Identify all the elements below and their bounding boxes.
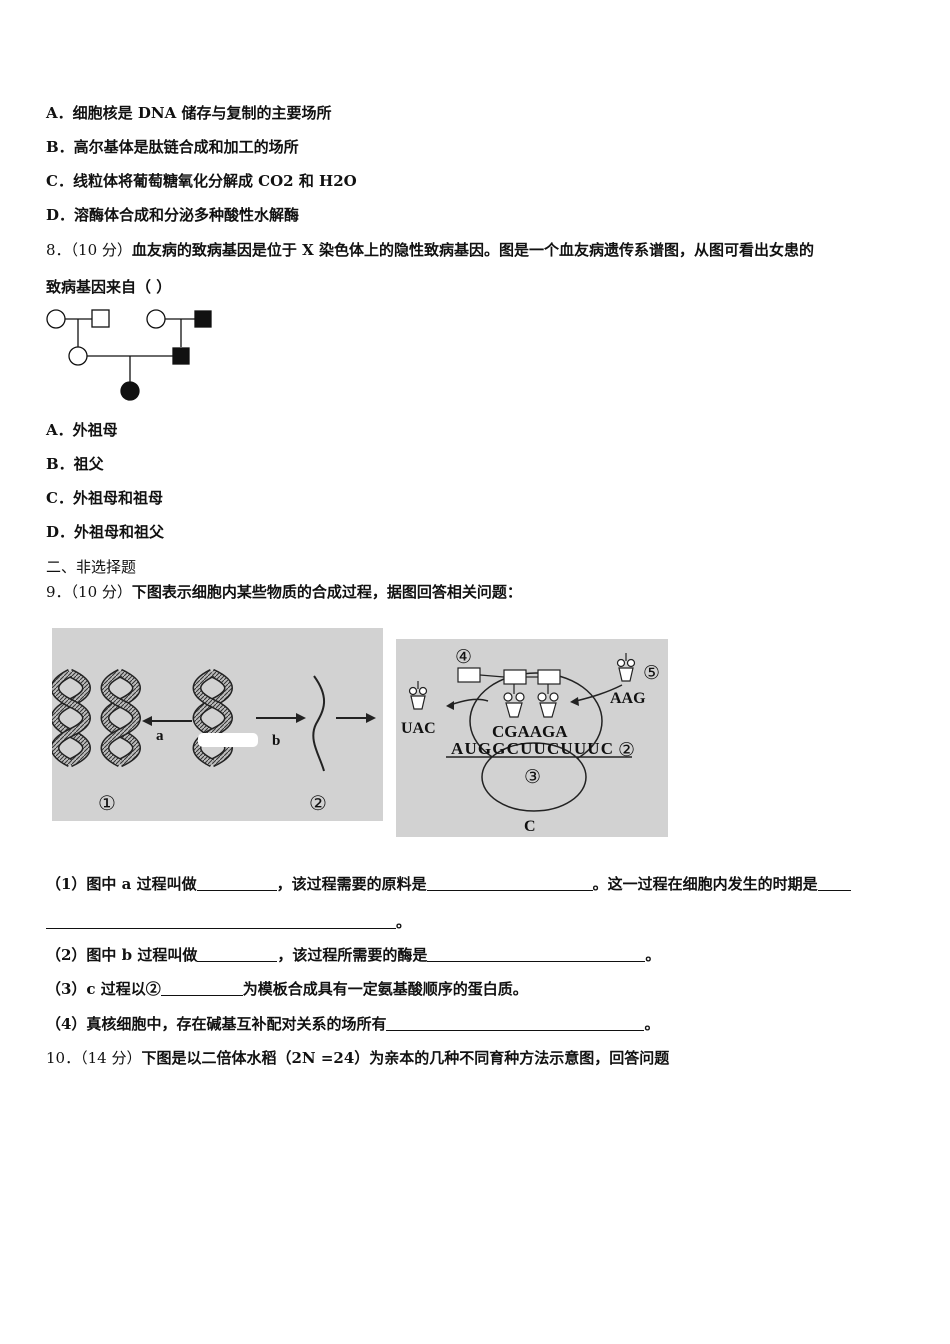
trna-icon: [503, 684, 525, 718]
label-b: b: [272, 733, 280, 749]
circle-label-1: ①: [98, 791, 116, 815]
translation-figure: ④ ⑤ UAC AAG CGAAGA AUGGCUUCUUUC ② ③ C: [396, 639, 668, 837]
answer-blank[interactable]: [427, 947, 646, 962]
answer-blank[interactable]: [426, 876, 593, 891]
q9-points: （10 分）: [70, 583, 132, 601]
q9-stem-text: 下图表示细胞内某些物质的合成过程，据图回答相关问题：: [131, 583, 522, 601]
dna-double-helix-icon: [100, 668, 141, 768]
arrow-a-icon: [142, 716, 192, 726]
mrna-strand: [312, 675, 325, 772]
pedigree-affected-daughter: [120, 381, 140, 401]
q8-number: 8．: [46, 241, 71, 259]
amino-acid-box: [457, 667, 481, 683]
anticodon-aag: AAG: [610, 690, 646, 707]
circle-label-2b: ②: [618, 739, 635, 761]
answer-blank[interactable]: [160, 981, 243, 996]
q8-stem-text: 血友病的致病基因是位于 X 染色体上的隐性致病基因。图是一个血友病遗传系谱图，从…: [131, 241, 814, 259]
pedigree-maternal-grandfather: [91, 309, 110, 328]
q9-part4-end: 。: [644, 1015, 660, 1033]
section-heading: 二、非选择题: [46, 558, 137, 576]
q9-part3-text-a: （3）c 过程以②: [46, 980, 161, 998]
q10-stem: 10．（14 分）下图是以二倍体水稻（2N =24）为亲本的几种不同育种方法示意…: [46, 1047, 669, 1068]
q8-points: （10 分）: [70, 241, 132, 259]
q8-option-b: B．祖父: [46, 455, 104, 473]
q9-part4-text-a: （4）真核细胞中，存在碱基互补配对关系的场所有: [46, 1015, 387, 1033]
q9-part4: （4）真核细胞中，存在碱基互补配对关系的场所有 。: [46, 1013, 659, 1034]
q9-part1-text-c: 。这一过程在细胞内发生的时期是: [592, 875, 818, 893]
q10-stem-text: 下图是以二倍体水稻（2N =24）为亲本的几种不同育种方法示意图，回答问题: [141, 1049, 670, 1067]
q9-part1-end: 。: [396, 913, 412, 931]
q8-stem-line1: 8．（10 分）血友病的致病基因是位于 X 染色体上的隐性致病基因。图是一个血友…: [46, 239, 814, 260]
q7-option-d: D．溶酶体合成和分泌多种酸性水解酶: [46, 206, 300, 224]
pedigree-paternal-grandmother: [146, 309, 166, 329]
q9-part1-text-a: （1）图中 a 过程叫做: [46, 875, 197, 893]
arrow-right-icon: [336, 713, 376, 723]
q8-option-c: C．外祖母和祖母: [46, 489, 163, 507]
amino-acid-box: [537, 669, 561, 685]
arrow-b-icon: [256, 713, 306, 723]
arrow-enter-icon: [575, 684, 623, 702]
q8-option-a: A．外祖母: [46, 421, 118, 439]
pedigree-father: [172, 347, 190, 365]
amino-acid-box: [503, 669, 527, 685]
pedigree-mother: [68, 346, 88, 366]
q9-part1-line1: （1）图中 a 过程叫做 ，该过程需要的原料是 。这一过程在细胞内发生的时期是: [46, 873, 851, 894]
circle-label-2: ②: [309, 791, 327, 815]
anticodon-uac: UAC: [401, 720, 436, 737]
answer-blank[interactable]: [817, 876, 851, 891]
dna-double-helix-icon: [192, 668, 233, 768]
q7-option-b: B．高尔基体是肽链合成和加工的场所: [46, 138, 299, 156]
pedigree-maternal-grandmother: [46, 309, 66, 329]
circle-label-3: ③: [524, 766, 541, 788]
q9-part2-text-b: ，该过程所需要的酶是: [277, 946, 428, 964]
q10-number: 10．: [46, 1049, 81, 1067]
label-c: C: [524, 818, 536, 835]
q7-option-a: A．细胞核是 DNA 储存与复制的主要场所: [46, 104, 332, 122]
trna-icon: [537, 684, 559, 718]
replication-transcription-figure: a b ① ②: [52, 628, 383, 821]
q9-part3-text-b: 为模板合成具有一定氨基酸顺序的蛋白质。: [242, 980, 528, 998]
circle-label-5: ⑤: [643, 662, 660, 684]
q9-number: 9．: [46, 583, 71, 601]
q9-stem: 9．（10 分）下图表示细胞内某些物质的合成过程，据图回答相关问题：: [46, 581, 522, 602]
answer-blank[interactable]: [386, 1016, 645, 1031]
q9-part3: （3）c 过程以② 为模板合成具有一定氨基酸顺序的蛋白质。: [46, 978, 528, 999]
trna-outgoing-icon: [408, 681, 428, 710]
pedigree-chart: [46, 309, 212, 401]
mrna-sequence: AUGGCUUCUUUC: [451, 739, 613, 758]
q10-points: （14 分）: [80, 1049, 142, 1067]
q8-stem-line2: 致病基因来自（ ）: [46, 278, 172, 296]
dna-double-helix-icon: [52, 668, 91, 768]
answer-blank[interactable]: [196, 876, 277, 891]
answer-blank[interactable]: [197, 947, 278, 962]
q9-part1-text-b: ，该过程需要的原料是: [276, 875, 427, 893]
q7-option-c: C．线粒体将葡萄糖氧化分解成 CO2 和 H2O: [46, 172, 357, 190]
q9-part1-line2: 。: [46, 911, 411, 932]
q9-part2: （2）图中 b 过程叫做 ，该过程所需要的酶是 。: [46, 944, 660, 965]
q9-part2-end: 。: [645, 946, 661, 964]
q8-option-d: D．外祖母和祖父: [46, 523, 165, 541]
ribosome-small-subunit: [481, 742, 587, 812]
label-a: a: [156, 728, 164, 744]
answer-blank[interactable]: [46, 914, 396, 929]
pedigree-paternal-grandfather: [194, 310, 212, 328]
q9-part2-text-a: （2）图中 b 过程叫做: [46, 946, 198, 964]
trna-incoming-icon: [616, 653, 636, 682]
erased-patch: [198, 733, 258, 747]
circle-label-4: ④: [455, 646, 472, 668]
anticodon-sequence: CGAAGA: [492, 722, 568, 741]
